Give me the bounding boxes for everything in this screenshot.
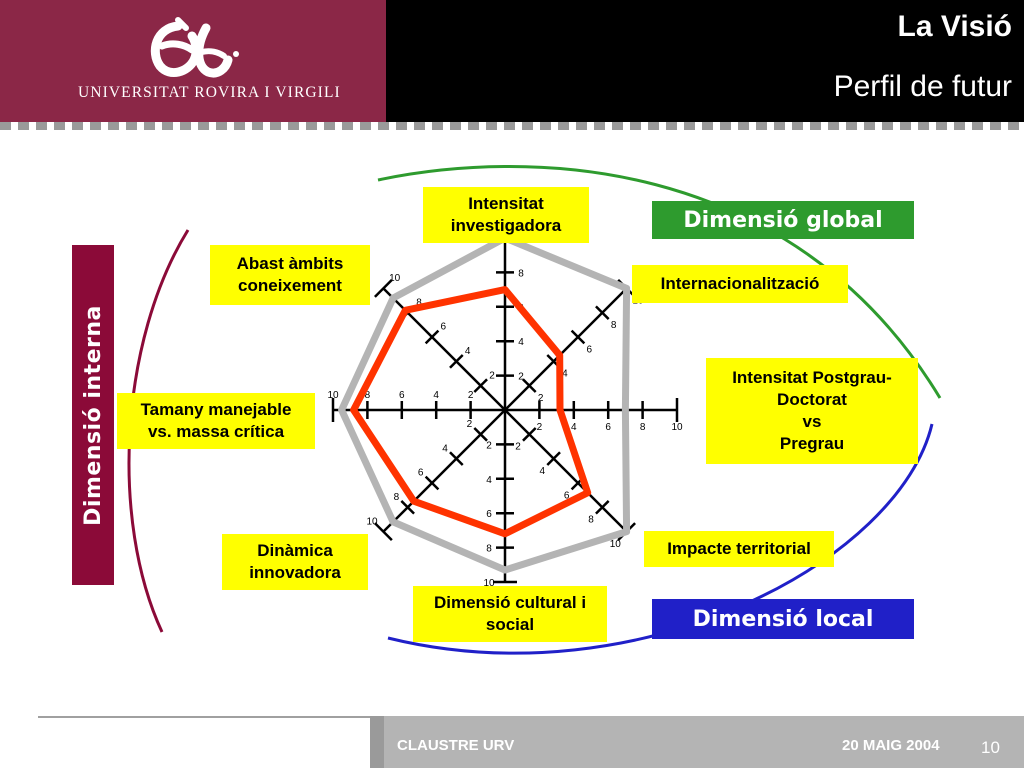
header-dashed-divider bbox=[0, 122, 1024, 130]
radar-tick-mark bbox=[374, 522, 393, 541]
footer-event: CLAUSTRE URV bbox=[397, 737, 515, 754]
radar-tick-label: 6 bbox=[418, 468, 424, 479]
axis-label-line: Tamany manejable bbox=[140, 400, 292, 419]
radar-tick-label: 4 bbox=[442, 443, 448, 454]
radar-tick-label: 8 bbox=[588, 515, 594, 526]
radar-axis-3 bbox=[504, 409, 628, 533]
radar-tick-label: 8 bbox=[611, 320, 617, 331]
axis-label-line: Doctorat bbox=[777, 390, 847, 409]
dimension-global-label: Dimensió global bbox=[652, 201, 914, 239]
axis-label-5: Dinàmica innovadora bbox=[222, 534, 368, 590]
radar-tick-label: 4 bbox=[433, 390, 439, 401]
radar-tick-mark bbox=[595, 500, 610, 515]
radar-series-future bbox=[338, 234, 631, 574]
axis-label-line: Internacionalització bbox=[660, 274, 820, 293]
radar-tick-label: 8 bbox=[365, 390, 371, 401]
radar-tick-mark bbox=[570, 329, 586, 345]
axis-label-3: Impacte territorial bbox=[644, 531, 834, 567]
radar-tick-label: 2 bbox=[468, 390, 474, 401]
dimension-interna-box: Dimensió interna bbox=[72, 245, 114, 585]
radar-tick-label: 8 bbox=[486, 544, 492, 555]
radar-tick-label: 8 bbox=[518, 268, 524, 279]
global-arc bbox=[377, 165, 942, 399]
radar-tick-mark bbox=[473, 427, 488, 442]
axis-label-6: Tamany manejable vs. massa crítica bbox=[117, 393, 315, 449]
radar-tick-label: 2 bbox=[537, 422, 543, 433]
radar-tick-mark bbox=[424, 329, 440, 345]
radar-tick-label: 4 bbox=[562, 369, 568, 380]
axis-label-line: Dinàmica bbox=[257, 541, 333, 560]
radar-tick-label: 6 bbox=[605, 422, 611, 433]
radar-tick-mark bbox=[449, 451, 464, 466]
axis-label-line: Intensitat bbox=[468, 194, 544, 213]
footer-rule bbox=[38, 716, 390, 718]
radar-tick-label: 6 bbox=[441, 322, 447, 333]
radar-tick-label: 6 bbox=[399, 390, 405, 401]
header-title-panel bbox=[386, 0, 1024, 122]
radar-tick-mark bbox=[400, 500, 415, 515]
radar-tick-mark bbox=[449, 354, 464, 369]
axis-label-line: social bbox=[485, 615, 535, 634]
axis-label-line: vs. massa crítica bbox=[147, 422, 285, 441]
radar-tick-label: 10 bbox=[671, 422, 683, 433]
radar-tick-label: 10 bbox=[367, 516, 379, 527]
radar-tick-mark bbox=[522, 378, 537, 393]
axis-label-line: Abast àmbits bbox=[236, 254, 344, 273]
radar-tick-mark bbox=[374, 279, 393, 298]
radar-tick-label: 6 bbox=[587, 344, 593, 355]
radar-tick-label: 6 bbox=[486, 509, 492, 520]
page-number: 10 bbox=[981, 738, 1000, 757]
university-name: Universitat Rovira i Virgili bbox=[78, 84, 341, 101]
dimension-interna-label: Dimensió interna bbox=[80, 304, 106, 526]
radar-series-current bbox=[350, 286, 592, 538]
radar-tick-mark bbox=[473, 378, 488, 393]
axis-label-line: investigadora bbox=[450, 216, 562, 235]
axis-label-line: vs bbox=[802, 412, 822, 431]
axis-label-line: Dimensió cultural i bbox=[433, 593, 587, 612]
axis-label-7: Abast àmbits coneixement bbox=[210, 245, 370, 305]
footer-bar bbox=[384, 716, 1024, 768]
radar-axis-5 bbox=[382, 409, 506, 533]
radar-tick-mark bbox=[522, 427, 537, 442]
radar-tick-mark bbox=[595, 305, 610, 320]
radar-tick-label: 4 bbox=[486, 475, 492, 486]
radar-tick-label: 10 bbox=[610, 539, 622, 550]
university-logo-icon bbox=[150, 17, 239, 78]
axis-label-0: Intensitat investigadora bbox=[423, 187, 589, 243]
radar-tick-label: 2 bbox=[486, 440, 492, 451]
radar-tick-label: 4 bbox=[571, 422, 577, 433]
dimension-local-label: Dimensió local bbox=[652, 599, 914, 639]
radar-tick-label: 8 bbox=[640, 422, 646, 433]
axis-label-4: Dimensió cultural i social bbox=[413, 586, 607, 642]
page-subtitle: Perfil de futur bbox=[833, 70, 1012, 103]
axis-label-line: Impacte territorial bbox=[667, 539, 811, 558]
radar-tick-label: 2 bbox=[518, 372, 524, 383]
radar-tick-label: 4 bbox=[465, 346, 471, 357]
footer-date: 20 MAIG 2004 bbox=[842, 737, 940, 754]
radar-axis-1 bbox=[504, 287, 628, 411]
axis-label-1: Internacionalització bbox=[632, 265, 848, 303]
axis-label-line: Intensitat Postgrau- bbox=[732, 368, 892, 387]
radar-tick-label: 2 bbox=[489, 370, 495, 381]
radar-tick-label: 10 bbox=[389, 273, 401, 284]
axis-label-line: innovadora bbox=[249, 563, 341, 582]
radar-tick-label: 6 bbox=[564, 490, 570, 501]
radar-tick-label: 2 bbox=[467, 419, 473, 430]
axis-label-line: coneixement bbox=[238, 276, 342, 295]
radar-tick-mark bbox=[424, 475, 440, 491]
radar-tick-label: 2 bbox=[538, 393, 544, 404]
axis-label-line: Pregrau bbox=[779, 434, 845, 453]
radar-tick-label: 10 bbox=[327, 390, 339, 401]
radar-tick-label: 2 bbox=[515, 442, 521, 453]
radar-tick-label: 8 bbox=[416, 297, 422, 308]
radar-tick-label: 4 bbox=[540, 466, 546, 477]
page-title: La Visió bbox=[897, 10, 1013, 43]
radar-tick-mark bbox=[546, 451, 561, 466]
radar-tick-label: 4 bbox=[518, 337, 524, 348]
radar-tick-label: 8 bbox=[394, 492, 400, 503]
radar-tick-label: 10 bbox=[483, 578, 495, 589]
